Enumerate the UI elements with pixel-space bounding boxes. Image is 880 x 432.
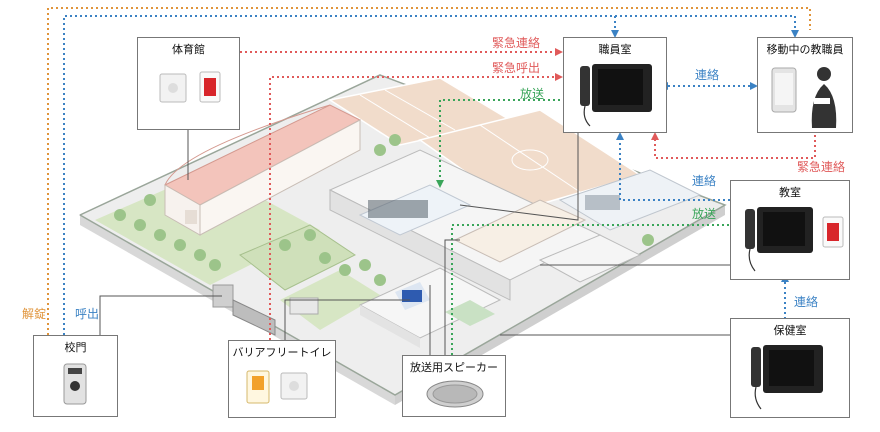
contact-health-label: 連絡 (794, 295, 819, 309)
gym-box: 体育館 (137, 37, 240, 130)
handset-icon (580, 66, 590, 106)
contact-classroom-line (619, 140, 730, 201)
contact-classroom-label: 連絡 (692, 174, 717, 188)
unlock-label: 解錠 (22, 307, 47, 321)
emergency-contact-label: 緊急連絡 (492, 36, 541, 50)
health-room-title: 保健室 (773, 324, 807, 337)
broadcast-classroom-label: 放送 (692, 207, 717, 221)
gate-intercom (63, 363, 87, 405)
contact-staff-mobile-label: 連絡 (695, 68, 720, 82)
staff-room-box: 職員室 (563, 37, 667, 133)
connections (47, 7, 816, 355)
leader-lines (99, 100, 730, 355)
campus-fence (79, 74, 727, 396)
health-room-box: 保健室 (730, 318, 850, 418)
unlock-line (47, 7, 811, 335)
mobile-staff-box: 移動中の教職員 (757, 37, 853, 133)
broadcast-label-top: 放送 (520, 87, 545, 101)
ceiling-speaker (426, 380, 484, 408)
mobile-staff-devices (771, 67, 837, 128)
school-gate-title: 校門 (64, 341, 87, 354)
classroom-devices (745, 207, 844, 272)
gymnasium-building (163, 104, 362, 236)
emergency-contact-right-label: 緊急連絡 (797, 160, 846, 174)
mobile-staff-title: 移動中の教職員 (766, 43, 844, 56)
toilet-devices (246, 370, 308, 404)
gym-devices (159, 71, 221, 103)
broadcast-speaker-box: 放送用スピーカー (402, 355, 506, 417)
classroom-box: 教室 (730, 180, 850, 280)
barrier-free-toilet-title: バリアフリートイレ (232, 346, 332, 359)
emergency-call-label: 緊急呼出 (492, 61, 541, 75)
staff-room-title: 職員室 (598, 43, 632, 56)
call-label: 呼出 (75, 307, 100, 321)
call-line (63, 15, 796, 335)
staff-room-monitor (580, 64, 652, 127)
health-room-monitor (751, 345, 823, 410)
broadcast-speaker-title: 放送用スピーカー (410, 361, 498, 374)
broadcast-line-speaker (451, 224, 730, 355)
gym-title: 体育館 (172, 43, 205, 56)
barrier-free-toilet-box: バリアフリートイレ (228, 340, 336, 418)
handset-icon (745, 209, 755, 249)
classroom-title: 教室 (779, 186, 801, 199)
person-icon (817, 67, 831, 81)
emergency-contact-right-line (654, 135, 816, 159)
broadcast-line-top (439, 99, 610, 180)
school-gate-box: 校門 (33, 335, 118, 417)
school-campus-illustration (78, 74, 727, 405)
handset-icon (751, 347, 761, 387)
trees (114, 134, 654, 286)
